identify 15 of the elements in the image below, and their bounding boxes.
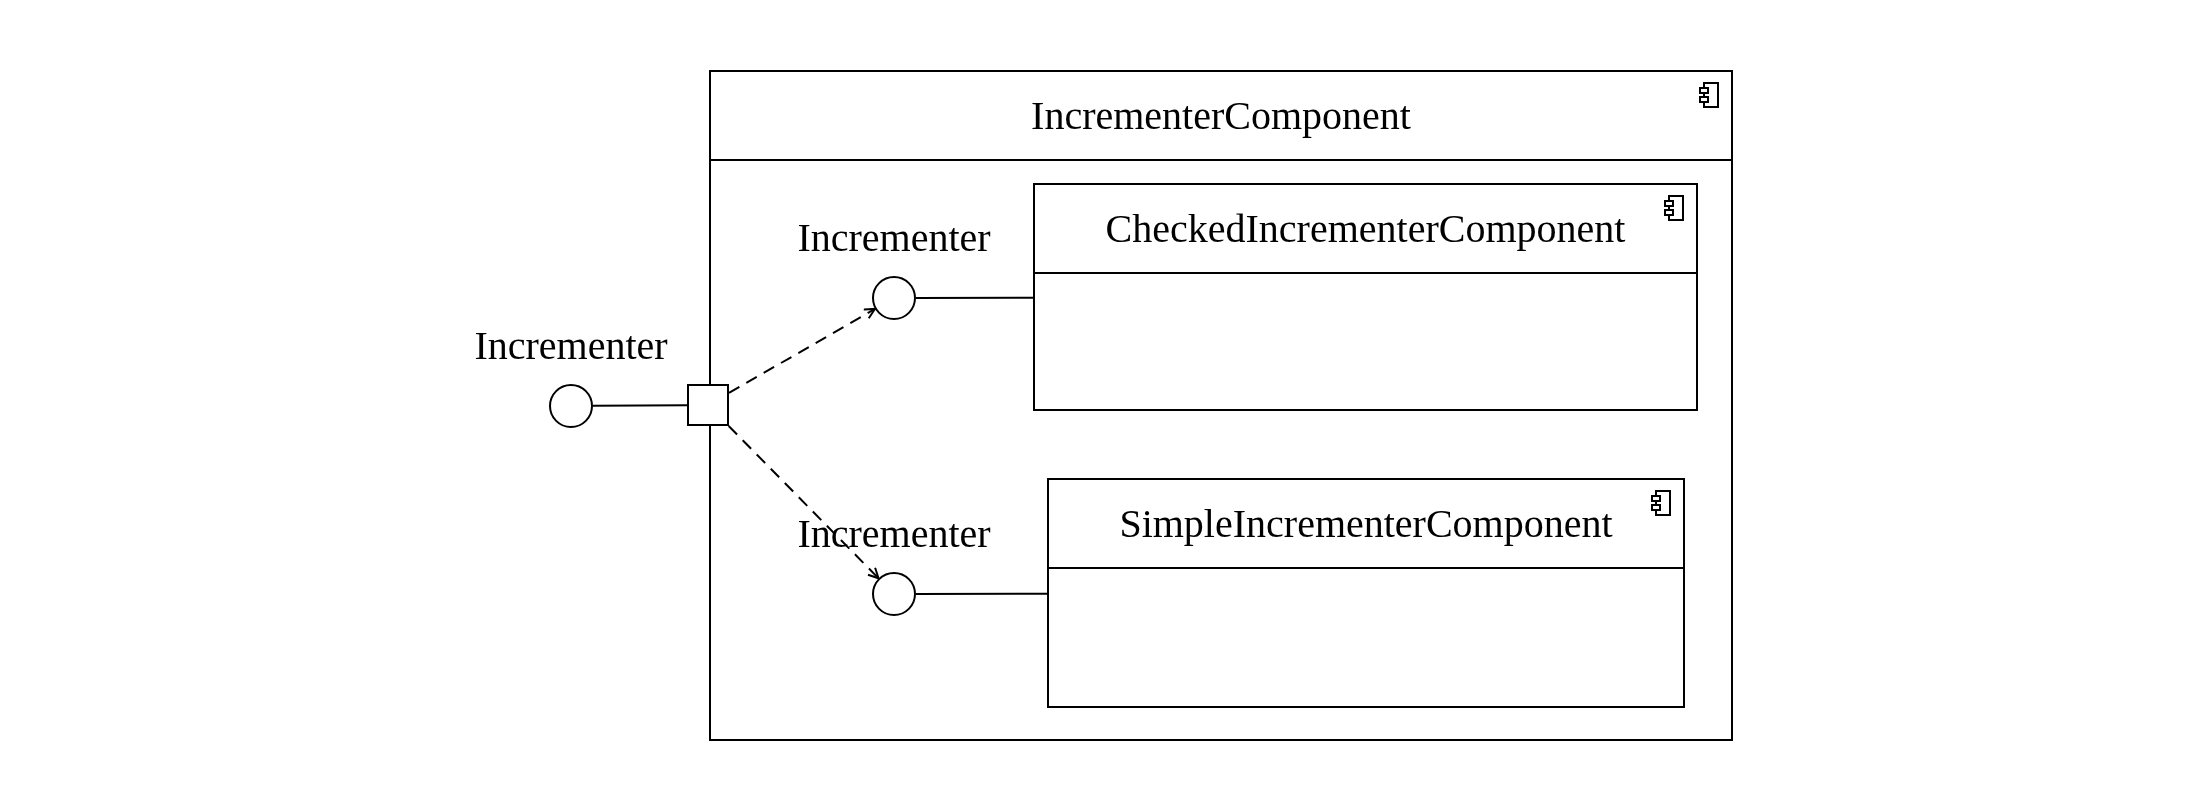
- connector-line: [592, 404, 688, 407]
- component-name: SimpleIncrementerComponent: [1119, 500, 1613, 547]
- component-box: [709, 70, 1733, 741]
- dependency-arrow: [727, 425, 880, 580]
- port-square: [687, 384, 729, 426]
- interface-label: Incrementer: [797, 214, 991, 262]
- interface-label: Incrementer: [474, 322, 668, 370]
- interface-label: Incrementer: [797, 510, 991, 558]
- connector-line: [915, 296, 1034, 299]
- dependency-arrow: [728, 307, 876, 394]
- component-box: [1033, 183, 1698, 411]
- component-name: CheckedIncrementerComponent: [1105, 205, 1626, 252]
- component-name: IncrementerComponent: [1031, 92, 1411, 139]
- connector-line: [915, 592, 1048, 595]
- component-box: [1047, 478, 1685, 708]
